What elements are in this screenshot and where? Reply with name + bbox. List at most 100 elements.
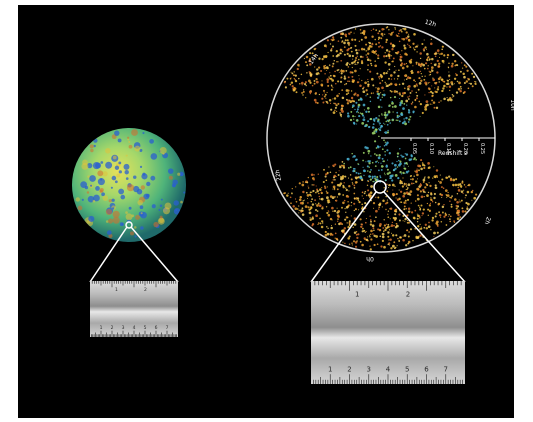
galaxy-dot (452, 96, 454, 98)
galaxy-dot (400, 30, 403, 33)
galaxy-dot (386, 119, 389, 122)
galaxy-dot (401, 38, 403, 40)
galaxy-dot (377, 118, 380, 121)
galaxy-dot (334, 102, 337, 105)
galaxy-dot (432, 77, 434, 79)
galaxy-dot (379, 82, 382, 85)
galaxy-dot (382, 71, 386, 75)
galaxy-dot (289, 83, 292, 86)
cmb-spot (114, 165, 120, 170)
galaxy-dot (340, 107, 344, 110)
galaxy-dot (398, 120, 401, 123)
galaxy-dot (407, 235, 410, 238)
galaxy-dot (385, 49, 389, 52)
galaxy-dot (369, 70, 372, 73)
galaxy-dot (415, 45, 418, 48)
galaxy-dot (357, 233, 360, 236)
cmb-spot (112, 210, 120, 218)
galaxy-dot (435, 63, 437, 65)
cmb-spot (118, 161, 122, 165)
galaxy-dot (334, 196, 336, 198)
galaxy-dot (397, 32, 400, 35)
galaxy-dot (383, 145, 386, 147)
galaxy-dot (345, 206, 349, 209)
galaxy-dot (405, 188, 407, 190)
galaxy-dot (335, 104, 338, 107)
galaxy-dot (365, 231, 367, 233)
galaxy-dot (424, 46, 427, 49)
galaxy-dot (340, 115, 342, 118)
galaxy-dot (318, 93, 321, 96)
galaxy-dot (340, 176, 342, 178)
galaxy-dot (317, 192, 320, 195)
galaxy-dot (383, 219, 385, 221)
galaxy-dot (294, 78, 296, 81)
cmb-sphere (72, 128, 186, 242)
galaxy-dot (362, 86, 365, 89)
galaxy-dot (443, 215, 446, 218)
galaxy-dot (340, 77, 342, 79)
galaxy-dot (402, 107, 405, 110)
galaxy-dot (316, 204, 319, 207)
galaxy-dot (461, 207, 464, 210)
galaxy-dot (391, 105, 394, 108)
galaxy-dot (368, 111, 370, 113)
galaxy-dot (429, 71, 432, 74)
galaxy-dot (391, 102, 394, 105)
galaxy-dot (331, 85, 333, 88)
galaxy-dot (416, 173, 419, 177)
galaxy-dot (393, 247, 396, 250)
galaxy-dot (309, 63, 312, 66)
galaxy-dot (358, 115, 361, 118)
galaxy-dot (342, 166, 346, 169)
galaxy-dot (383, 55, 386, 58)
galaxy-dot (353, 209, 355, 212)
galaxy-dot (374, 128, 378, 131)
galaxy-dot (424, 108, 428, 111)
galaxy-dot (377, 41, 381, 44)
galaxy-dot (421, 111, 424, 115)
cmb-spot (92, 161, 101, 170)
galaxy-dot (377, 32, 380, 35)
galaxy-dot (361, 203, 364, 206)
galaxy-dot (405, 37, 408, 40)
galaxy-dot (385, 164, 388, 167)
galaxy-dot (326, 199, 330, 202)
galaxy-dot (438, 62, 441, 65)
galaxy-dot (378, 115, 380, 117)
galaxy-dot (399, 93, 401, 96)
galaxy-dot (299, 196, 302, 199)
galaxy-dot (302, 90, 305, 93)
galaxy-dot (330, 38, 333, 41)
cmb-spot (105, 208, 113, 216)
galaxy-dot (394, 28, 396, 30)
galaxy-dot (416, 197, 420, 201)
galaxy-dot (384, 52, 386, 54)
hour-label: 22h (274, 169, 283, 182)
galaxy-dot (343, 75, 346, 78)
galaxy-dot (373, 229, 375, 232)
galaxy-dot (375, 130, 378, 133)
galaxy-dot (373, 220, 376, 223)
cmb-spot (105, 161, 113, 169)
galaxy-dot (356, 236, 359, 240)
galaxy-dot (431, 200, 434, 203)
galaxy-dot (367, 52, 370, 55)
galaxy-dot (341, 50, 344, 53)
galaxy-dot (409, 46, 412, 49)
galaxy-dot (446, 97, 448, 99)
cmb-spot (120, 194, 126, 200)
galaxy-dot (356, 55, 358, 57)
galaxy-dot (400, 154, 402, 156)
galaxy-dot (468, 82, 470, 84)
cmb-spot (123, 163, 130, 170)
galaxy-dot (403, 79, 405, 81)
galaxy-dot (408, 109, 411, 112)
galaxy-dot (368, 192, 371, 195)
galaxy-dot (393, 96, 397, 99)
ruler-bottom-number: 4 (133, 325, 136, 331)
galaxy-dot (343, 182, 345, 184)
galaxy-dot (361, 178, 364, 182)
galaxy-dot (341, 69, 343, 71)
galaxy-dot (450, 205, 453, 208)
